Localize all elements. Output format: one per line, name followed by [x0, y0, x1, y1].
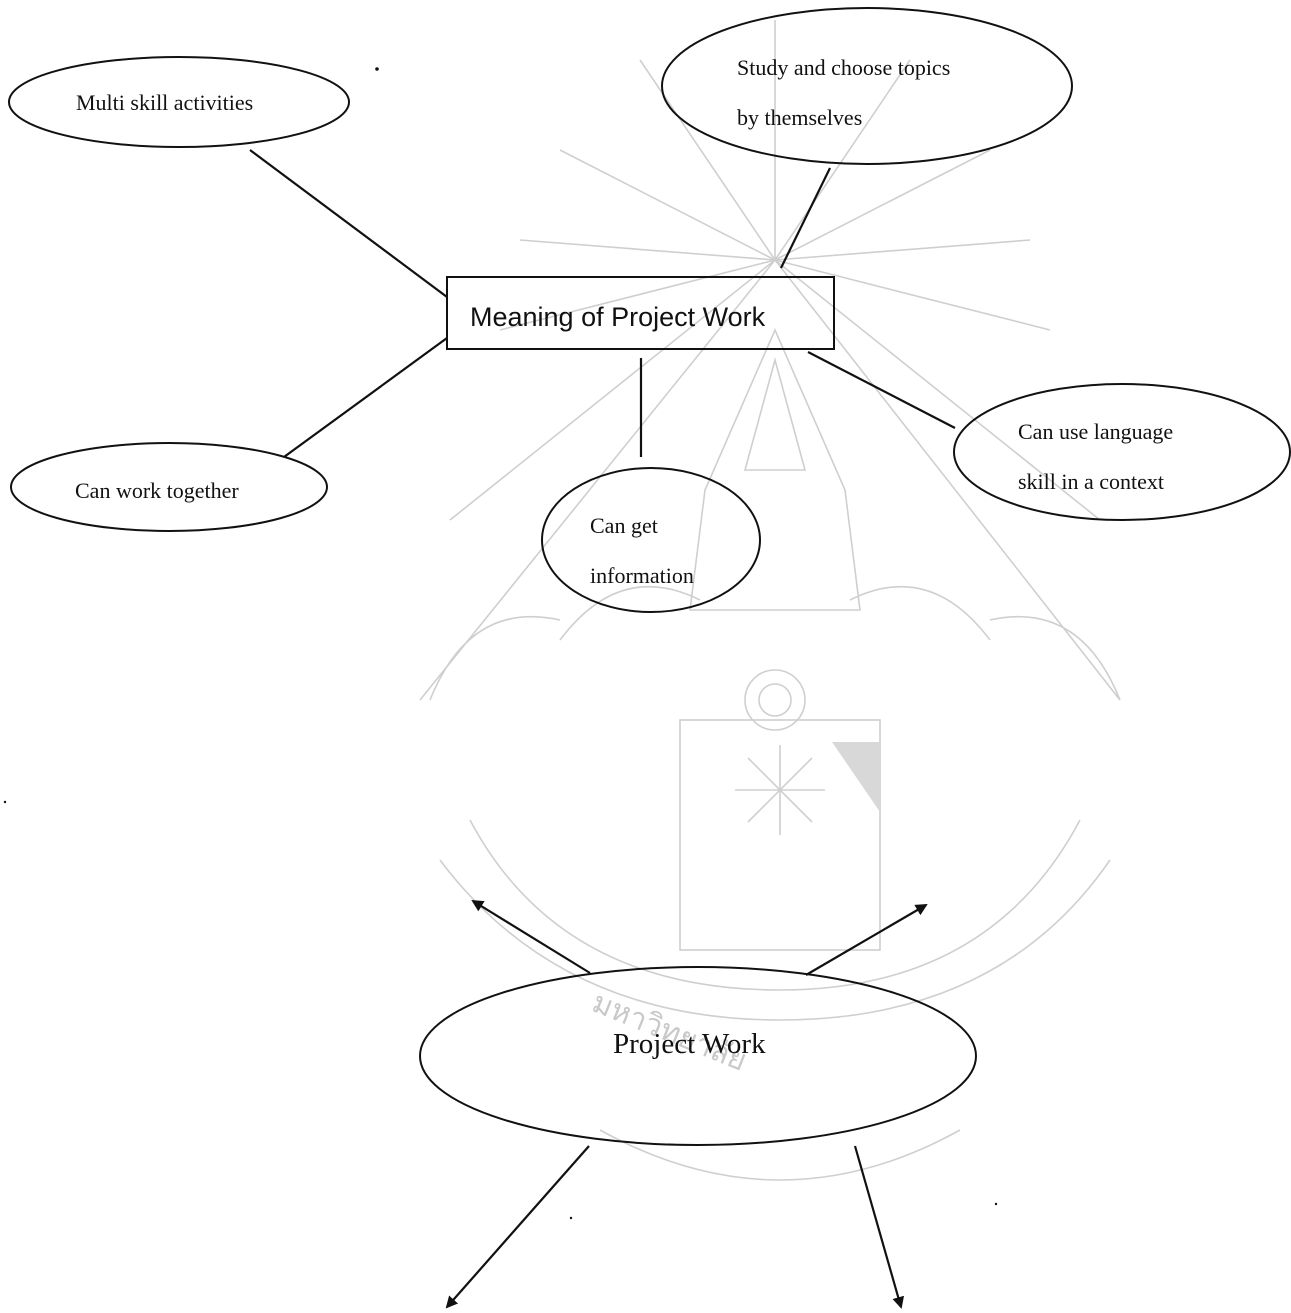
node-get-information: Can get information: [541, 467, 761, 613]
watermark-seal: มหาวิทยาลัย: [419, 20, 1121, 1181]
center-box: [446, 276, 835, 350]
node-work-together-ellipse: [10, 442, 328, 532]
project-work-node: Project Work: [419, 966, 977, 1146]
arrow-lower-left: [445, 1145, 590, 1309]
line-multi-skill: [249, 149, 448, 298]
node-get-information-line2: information: [590, 563, 694, 588]
scan-specks: [3, 67, 998, 1220]
center-box-label: Meaning of Project Work: [470, 302, 766, 332]
node-multi-skill-ellipse: [8, 56, 350, 148]
node-work-together: Can work together: [10, 442, 328, 532]
arrow-lower-right: [853, 1145, 905, 1309]
node-get-information-line1: Can get: [590, 513, 658, 538]
node-language-skill-ellipse: [953, 383, 1291, 521]
node-language-skill-line1: Can use language: [1018, 419, 1173, 444]
node-study-topics-ellipse: [661, 7, 1073, 165]
node-study-topics: Study and choose topics by themselves: [661, 7, 1073, 165]
node-language-skill-line2: skill in a context: [1018, 469, 1164, 494]
line-language-skill: [807, 351, 956, 429]
line-work-together: [283, 337, 448, 458]
node-work-together-label: Can work together: [75, 478, 239, 503]
arrow-upper-left: [471, 899, 591, 974]
meaning-of-project-work-box: Meaning of Project Work: [446, 276, 835, 350]
node-get-information-ellipse: [541, 467, 761, 613]
diagram1-connectors: [249, 149, 956, 458]
diagram2-arrows: [445, 899, 928, 1309]
node-study-topics-line2: by themselves: [737, 105, 862, 130]
arrow-upper-right: [805, 903, 928, 976]
node-multi-skill-label: Multi skill activities: [76, 90, 253, 115]
line-study-topics: [780, 167, 831, 269]
project-work-ellipse: [419, 966, 977, 1146]
node-study-topics-line1: Study and choose topics: [737, 55, 950, 80]
node-multi-skill: Multi skill activities: [8, 56, 350, 148]
project-work-label: Project Work: [613, 1028, 766, 1060]
node-language-skill: Can use language skill in a context: [953, 383, 1291, 521]
